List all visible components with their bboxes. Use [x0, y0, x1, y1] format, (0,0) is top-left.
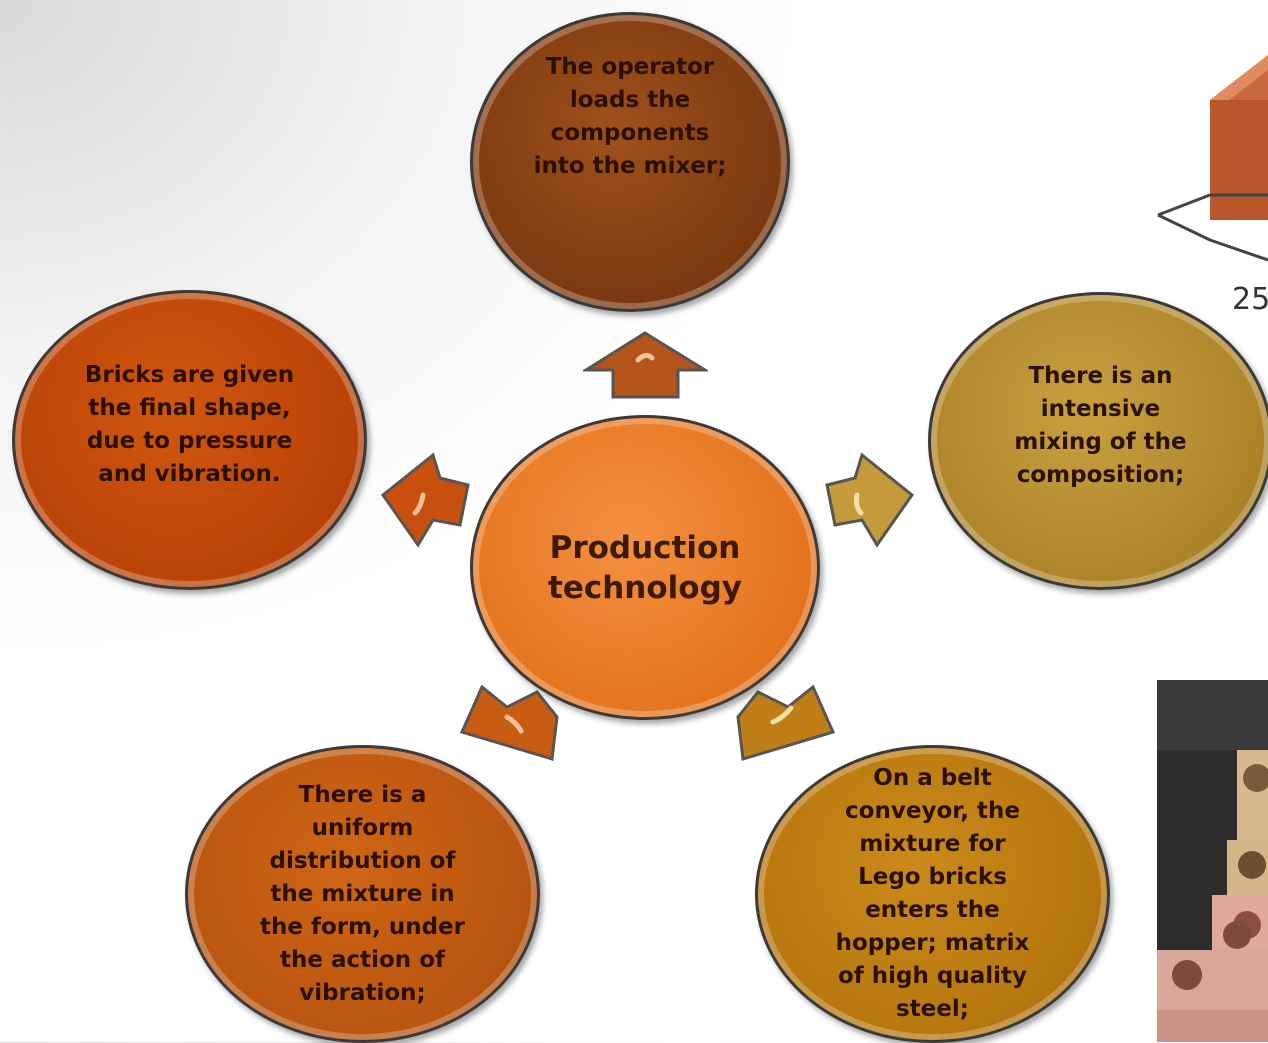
arrow-up-icon	[583, 331, 708, 399]
arrow-down-left-icon	[459, 684, 559, 761]
arrow-left-icon	[380, 452, 470, 548]
dimension-label: 25	[1232, 282, 1268, 317]
step-uniform-distribution: There is a uniform distribution of the m…	[185, 745, 540, 1043]
lego-brick-photo	[1157, 680, 1268, 1042]
brick-illustration	[1157, 55, 1268, 262]
step-final-shape: Bricks are given the final shape, due to…	[12, 290, 367, 590]
step-intensive-mixing: There is an intensive mixing of the comp…	[928, 292, 1268, 590]
arrow-down-right-icon	[736, 684, 836, 761]
step-load-components: The operator loads the components into t…	[470, 12, 790, 312]
step-belt-conveyor: On a belt conveyor, the mixture for Lego…	[755, 745, 1110, 1043]
production-technology-center: Production technology	[470, 415, 820, 720]
arrow-right-icon	[825, 452, 915, 548]
